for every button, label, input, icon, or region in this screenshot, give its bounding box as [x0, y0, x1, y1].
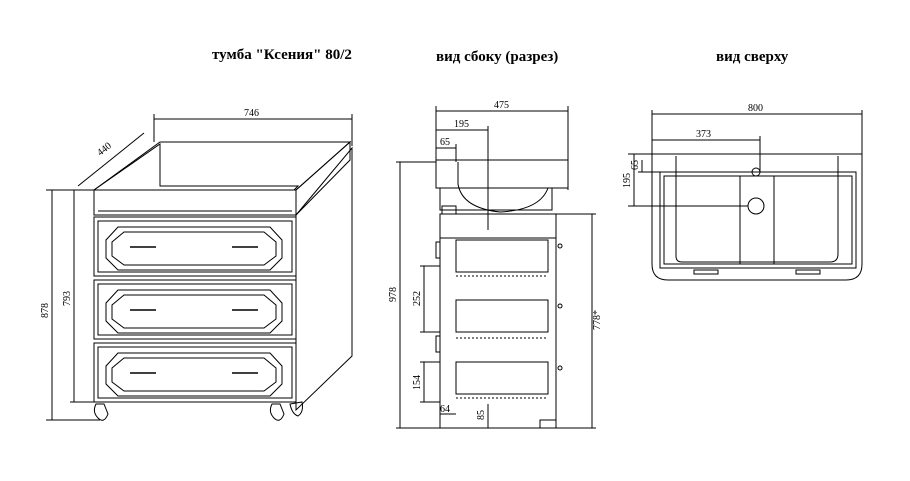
dim-side-height: 978 — [388, 287, 399, 302]
dim-front-width: 746 — [244, 108, 259, 119]
dim-side-drawer: 252 — [412, 291, 423, 306]
dim-side-top: 65 — [440, 137, 450, 148]
dim-side-foot-offset: 64 — [440, 404, 450, 415]
dim-side-inner: 778* — [592, 310, 603, 330]
front-view — [46, 114, 353, 421]
side-view — [396, 106, 596, 429]
dim-top-offset: 373 — [696, 129, 711, 140]
top-view-title: вид сверху — [716, 49, 789, 65]
front-view-title: тумба "Ксения" 80/2 — [212, 47, 352, 63]
dim-front-height: 878 — [40, 303, 51, 318]
dim-top-small: 65 — [630, 160, 641, 170]
dim-side-leg: 85 — [476, 410, 487, 420]
top-view — [628, 110, 863, 281]
side-view-title: вид сбоку (разрез) — [436, 49, 559, 65]
dim-front-depth: 440 — [95, 141, 114, 159]
dim-side-bottom-drawer: 154 — [412, 375, 423, 390]
dim-top-width: 800 — [748, 103, 763, 114]
dim-side-depth: 475 — [494, 100, 509, 111]
dim-side-offset: 195 — [454, 119, 469, 130]
dim-top-depth: 195 — [622, 173, 633, 188]
dim-front-body-height: 793 — [62, 291, 73, 306]
